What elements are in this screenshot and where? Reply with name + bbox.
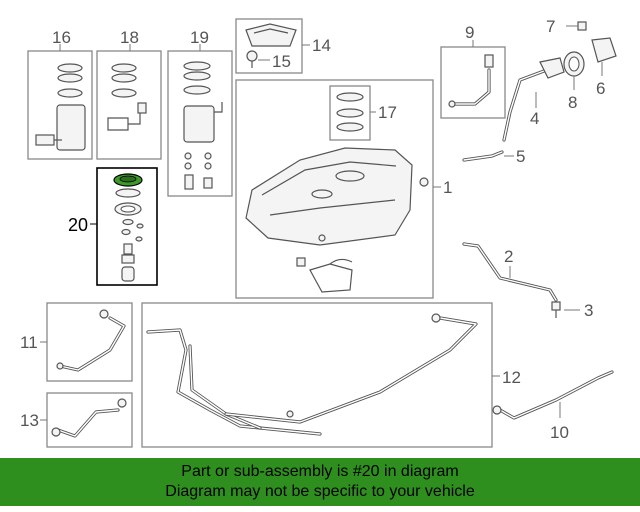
part-1-fuel-tank[interactable] [236,80,441,298]
callout-12: 12 [502,368,521,387]
parts-diagram: 16 18 19 14 15 [0,0,640,458]
callout-14: 14 [312,36,331,55]
callout-8: 8 [568,93,577,112]
part-12-fuel-lines[interactable] [142,303,500,447]
part-5-hose[interactable] [464,152,514,160]
callout-11: 11 [20,333,38,352]
callout-19: 19 [190,28,209,47]
callout-4: 4 [530,109,539,128]
callout-6: 6 [596,79,605,98]
callout-5: 5 [516,147,525,166]
part-11-fuel-line[interactable] [40,303,132,381]
callout-17: 17 [378,103,397,122]
callout-16: 16 [52,28,71,47]
part-7-clip[interactable] [566,22,586,30]
part-20-seal-kit[interactable] [90,168,157,285]
part-15-bolt[interactable] [247,51,270,68]
part-13-hose[interactable] [40,393,132,447]
banner-line-1: Part or sub-assembly is #20 in diagram [0,462,640,482]
callout-10: 10 [550,423,569,442]
callout-20: 20 [68,215,88,235]
part-9-vent-tube[interactable] [441,40,505,118]
callout-7: 7 [546,17,555,36]
part-18-fuel-level-sensor[interactable] [97,44,161,159]
part-16-fuel-pump-module[interactable] [28,44,92,159]
callout-2: 2 [504,247,513,266]
part-8-ring[interactable] [564,52,584,90]
callout-18: 18 [120,28,139,47]
callout-3: 3 [584,301,593,320]
callout-9: 9 [465,23,474,42]
callout-1: 1 [443,178,452,197]
callout-15: 15 [272,52,291,71]
banner-line-2: Diagram may not be specific to your vehi… [0,482,640,502]
info-banner: Part or sub-assembly is #20 in diagram D… [0,458,640,506]
part-6-fuel-cap[interactable] [592,38,616,76]
part-3-bolt[interactable] [552,302,580,318]
part-19-pump-assembly[interactable] [168,44,232,196]
callout-13: 13 [20,411,39,430]
